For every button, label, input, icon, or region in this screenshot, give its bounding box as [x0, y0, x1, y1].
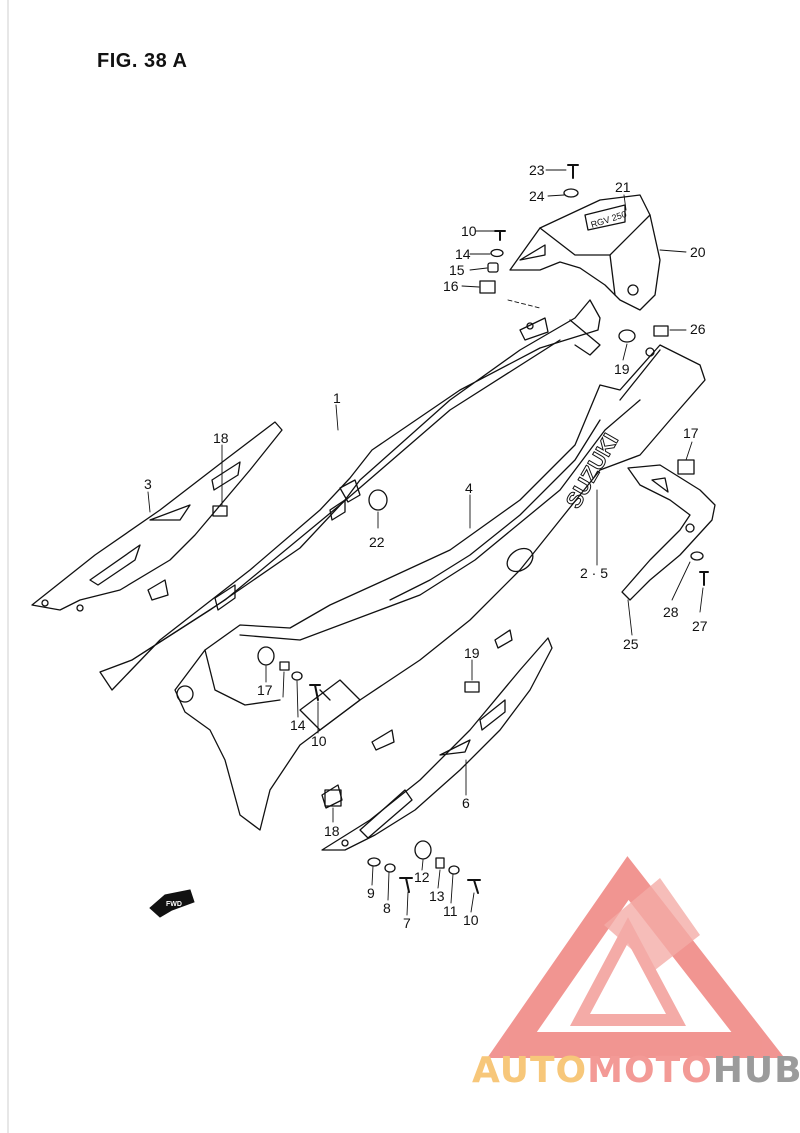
callout-labels: 1 2 · 5 3 4 6 7 8 9 10 10 10 11 12 13 14… — [144, 162, 708, 931]
callout-17-top: 16 — [443, 278, 459, 294]
hardware-fasteners — [212, 164, 709, 894]
callout-1: 1 — [333, 390, 341, 406]
watermark-logo — [487, 856, 785, 1058]
callout-6: 6 — [462, 795, 470, 811]
callout-20: 19 — [614, 361, 630, 377]
callout-27: 26 — [690, 321, 706, 337]
fwd-arrow-text: FWD — [166, 901, 182, 908]
callout-18-bottom: 18 — [324, 823, 340, 839]
callout-17-left: 17 — [257, 682, 273, 698]
callout-26: 25 — [623, 636, 639, 652]
callout-9: 9 — [367, 885, 375, 901]
callout-14-left: 14 — [290, 717, 306, 733]
part-21-tail-cowl — [509, 194, 661, 311]
part-1-frame-cover-rail — [99, 299, 601, 691]
callout-10-bottom: 10 — [463, 912, 479, 928]
callout-25: 24 — [529, 188, 545, 204]
fwd-arrow: FWD — [149, 889, 195, 918]
callout-22: 21 — [615, 179, 631, 195]
watermark-text-auto: AUTO — [472, 1050, 588, 1091]
callout-19-right: 19 — [464, 645, 480, 661]
callout-14-top: 14 — [455, 246, 471, 262]
callout-4: 4 — [465, 480, 473, 496]
watermark-brand-text: AUTOMOTOHUB — [472, 1050, 800, 1091]
cover-brand-text: SUZUKI — [561, 429, 624, 512]
callout-10-left: 10 — [311, 733, 327, 749]
callout-28: 27 — [692, 618, 708, 634]
watermark-text-hub: HUB — [712, 1050, 800, 1091]
callout-19-left: 18 — [213, 430, 229, 446]
callout-8: 8 — [383, 900, 391, 916]
callout-11: 11 — [443, 903, 458, 919]
leader-lines — [147, 169, 704, 916]
callout-18-top: 17 — [683, 425, 699, 441]
callout-7: 7 — [403, 915, 411, 931]
callout-12: 12 — [414, 869, 430, 885]
callout-29: 28 — [663, 604, 679, 620]
callout-3: 3 — [144, 476, 152, 492]
callout-16: 15 — [449, 262, 465, 278]
watermark-text-moto: MOTO — [587, 1050, 713, 1091]
callout-2-5: 2 · 5 — [580, 565, 608, 581]
part-6-right-side-cover — [321, 637, 553, 851]
part-26-rear-bracket — [621, 464, 716, 601]
callout-24: 23 — [529, 162, 545, 178]
callout-23: 22 — [369, 534, 385, 550]
callout-10-top: 10 — [461, 223, 477, 239]
callout-21: 20 — [690, 244, 706, 260]
part-4-main-tail-cover — [174, 344, 706, 831]
figure-title: FIG. 38 A — [97, 50, 188, 72]
callout-13: 13 — [429, 888, 445, 904]
part-3-left-side-cover — [31, 421, 283, 612]
